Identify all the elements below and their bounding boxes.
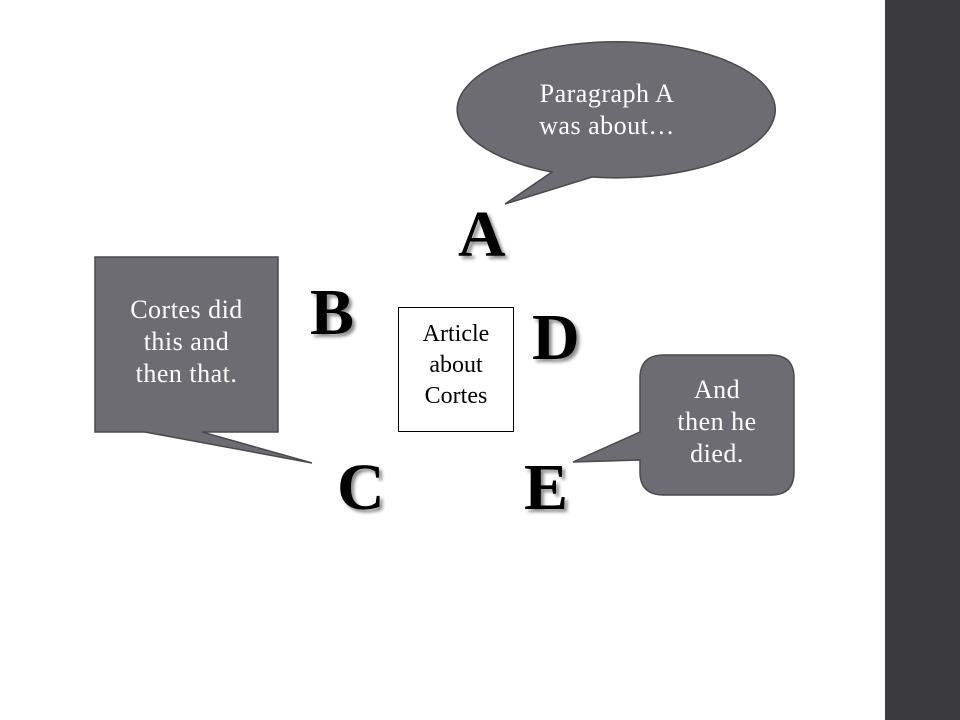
bubble-right-shape xyxy=(572,354,795,496)
bubble-right-text: And then he died. xyxy=(640,374,794,470)
bubble-top-shape xyxy=(456,41,776,205)
bubble-right-line: And xyxy=(693,375,741,404)
letter-a: A xyxy=(458,198,506,271)
letter-d: D xyxy=(532,301,580,374)
letter-b: B xyxy=(310,276,355,349)
article-box: Article about Cortes xyxy=(398,307,514,432)
article-box-line: about xyxy=(429,352,483,378)
bubble-right-line: then he xyxy=(677,407,757,436)
bubble-left-line: this and xyxy=(143,327,230,356)
article-box-line: Article xyxy=(422,321,490,347)
bubble-top-line: Paragraph A xyxy=(539,79,675,108)
article-box-line: Cortes xyxy=(424,383,488,409)
bubble-left-text: Cortes did this and then that. xyxy=(95,294,278,390)
bubble-top-text: Paragraph A was about… xyxy=(452,78,762,142)
letter-e: E xyxy=(524,451,569,524)
bubble-left-shape xyxy=(94,256,313,464)
bubble-left-line: Cortes did xyxy=(130,295,243,324)
bubble-right-line: died. xyxy=(690,439,744,468)
letter-c: C xyxy=(337,451,385,524)
side-bar xyxy=(885,0,960,720)
bubble-left-line: then that. xyxy=(135,359,238,388)
bubble-top-line: was about… xyxy=(539,111,675,140)
